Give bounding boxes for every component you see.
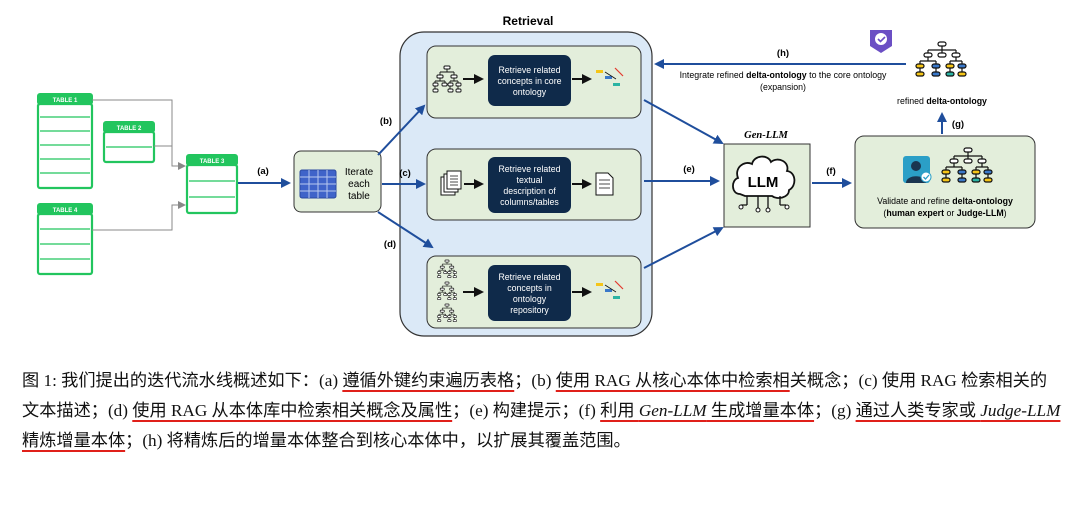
caption-part-4: ；(e) 构建提示；(f) xyxy=(452,401,601,420)
validate-line-1: Validate and refine delta-ontology xyxy=(877,196,1013,206)
step-c-label: (c) xyxy=(399,168,411,179)
retrieve-core-line-3: ontology xyxy=(513,87,547,97)
arrow-d xyxy=(377,211,434,249)
caption-underline-d: 使用 RAG 从本体库中检索相关概念及属性 xyxy=(132,401,453,420)
validate-box: Validate and refine delta-ontology (huma… xyxy=(854,135,1036,229)
validate-line-2: (human expert or Judge-LLM) xyxy=(883,208,1006,218)
integrate-line-2: (expansion) xyxy=(760,82,806,92)
retrieve-repo-line-3: ontology xyxy=(513,294,547,304)
step-h-label: (h) xyxy=(777,48,789,59)
iterate-box: Iterate each table xyxy=(293,150,382,213)
foreign-key-links xyxy=(92,99,186,231)
step-b-label: (b) xyxy=(380,116,392,127)
table-grid-icon xyxy=(299,169,337,199)
caption-underline-f: 利用 Gen-LLM 生成增量本体 xyxy=(600,401,815,420)
caption-part-2: ；(b) xyxy=(514,371,556,390)
retrieval-title: Retrieval xyxy=(503,14,554,28)
gen-llm-box: Gen-LLM LLM xyxy=(723,130,811,228)
gen-llm-title: Gen-LLM xyxy=(744,130,788,141)
pipeline-diagram: TABLE 1 TABLE 2 TABLE 3 TABLE 4 (a) Ite xyxy=(36,14,1036,337)
step-a-label: (a) xyxy=(257,166,269,177)
iterate-line-2: each xyxy=(348,179,370,190)
retrieve-text-line-2: textual xyxy=(517,175,543,185)
table-1-label: TABLE 1 xyxy=(53,98,78,104)
iterate-line-1: Iterate xyxy=(345,167,374,178)
arrow-row1-to-llm xyxy=(643,99,724,144)
refined-label: refined delta-ontology xyxy=(897,96,987,106)
human-expert-icon xyxy=(903,156,932,183)
step-f-label: (f) xyxy=(826,166,836,177)
step-d-label: (d) xyxy=(384,239,396,250)
retrieve-repo-line-1: Retrieve related xyxy=(498,272,560,282)
retrieve-textual-description-row: Retrieve related textual description of … xyxy=(426,148,642,221)
arrow-row3-to-llm xyxy=(643,227,724,269)
table-1: TABLE 1 xyxy=(36,93,94,190)
retrieve-text-line-3: description of xyxy=(503,186,556,196)
step-e-label: (e) xyxy=(683,164,695,175)
arrow-b xyxy=(377,104,426,156)
caption-underline-b: 使用 RAG 从核心本体中检索相 xyxy=(555,371,790,390)
retrieve-text-line-1: Retrieve related xyxy=(498,164,560,174)
judge-badge-icon xyxy=(870,30,892,53)
table-2-label: TABLE 2 xyxy=(117,126,142,132)
retrieve-core-ontology-row: Retrieve related concepts in core ontolo… xyxy=(426,45,642,119)
table-3: TABLE 3 xyxy=(185,154,239,215)
caption-part-6: ；(h) 将精炼后的增量本体整合到核心本体中，以扩展其覆盖范围。 xyxy=(125,431,631,450)
retrieve-text-line-4: columns/tables xyxy=(500,197,559,207)
caption-underline-g: 通过人类专家或 Judge-LLM 精炼增量本体 xyxy=(22,401,1061,450)
retrieve-core-line-2: concepts in core xyxy=(497,76,561,86)
caption-part-1: 图 1: 我们提出的迭代流水线概述如下：(a) xyxy=(22,371,343,390)
document-output-icon xyxy=(595,172,614,196)
retrieve-repo-line-2: concepts in xyxy=(507,283,552,293)
step-g-label: (g) xyxy=(952,119,964,130)
refined-delta-ontology: refined delta-ontology xyxy=(897,41,987,106)
table-2: TABLE 2 xyxy=(102,121,156,164)
table-3-label: TABLE 3 xyxy=(200,159,225,165)
retrieve-repo-line-4: repository xyxy=(510,305,549,315)
iterate-line-3: table xyxy=(348,191,370,202)
table-4: TABLE 4 xyxy=(36,203,94,276)
retrieve-core-line-1: Retrieve related xyxy=(498,65,560,75)
caption-part-5: ；(g) xyxy=(814,401,856,420)
caption-underline-a: 遵循外键约束遍历表格 xyxy=(342,371,515,390)
integrate-line-1: Integrate refined delta-ontology to the … xyxy=(680,70,887,80)
table-4-label: TABLE 4 xyxy=(53,208,78,214)
caption-part-3: 关概念；(c) 使用 RAG 检索相关的文本描述；(d) xyxy=(22,371,1048,420)
documents-icon xyxy=(440,170,462,196)
retrieve-ontology-repository-row: Retrieve related concepts in ontology re… xyxy=(426,255,642,329)
llm-brain-icon: LLM xyxy=(732,155,796,213)
llm-badge: LLM xyxy=(748,174,779,191)
refined-tree-icon xyxy=(915,41,967,77)
figure-caption: 图 1: 我们提出的迭代流水线概述如下：(a) 遵循外键约束遍历表格；(b) 使… xyxy=(22,366,1062,456)
